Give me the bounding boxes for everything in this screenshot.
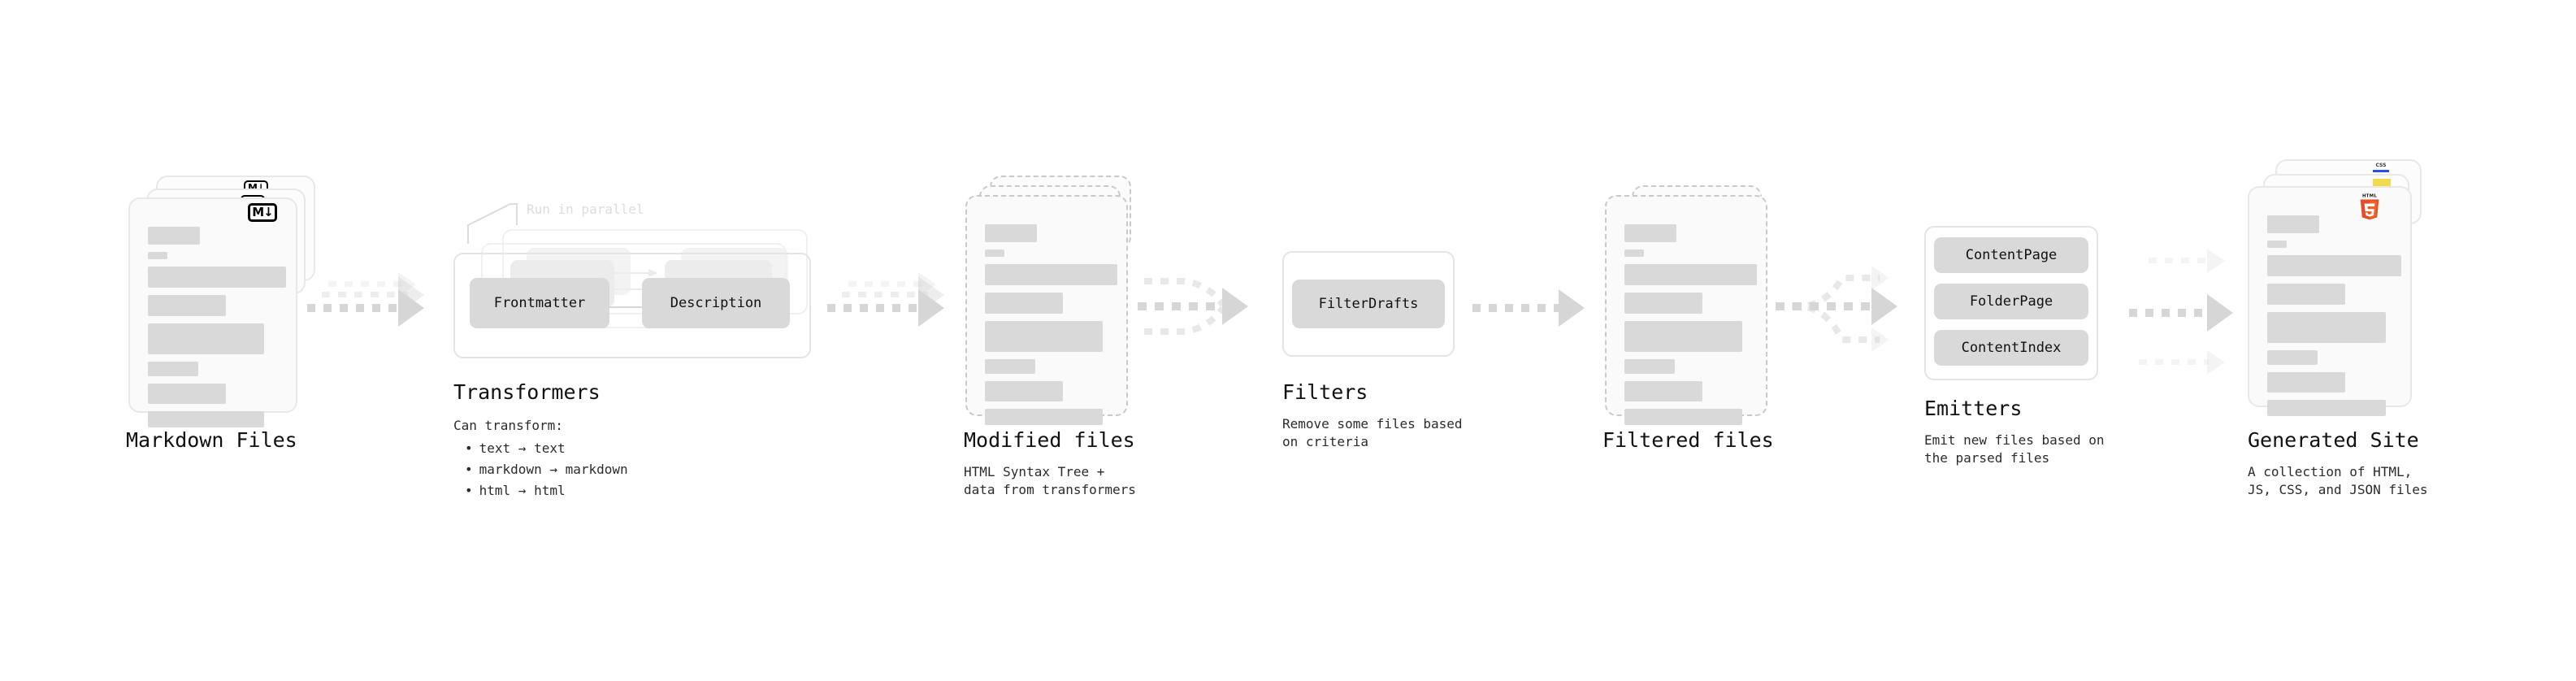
generated-site-caption: Generated Site A collection of HTML, JS,… (2248, 428, 2428, 499)
modified-file-card-front (965, 195, 1128, 425)
filters-caption: Filters Remove some files based on crite… (1282, 380, 1463, 451)
emitters-subtitle: Emit new files based on the parsed files (1924, 432, 2105, 466)
markdown-files-title: Markdown Files (126, 428, 297, 452)
document-placeholder-lines (1624, 224, 1757, 432)
css-badge: CSS (2373, 163, 2389, 172)
arrow-head-main (2207, 294, 2233, 332)
transformers-note-item: markdown → markdown (465, 459, 628, 480)
filtered-files-title: Filtered files (1602, 428, 1774, 452)
converging-arrow-paths (1138, 278, 1227, 335)
arrow-head-top (1871, 266, 1889, 290)
transformers-title: Transformers (453, 380, 601, 404)
emitter-pill-contentpage[interactable]: ContentPage (1934, 237, 2088, 273)
emitter-pill-contentindex[interactable]: ContentIndex (1934, 330, 2088, 366)
arrow-dots-top (2149, 258, 2209, 263)
modified-files-subtitle: HTML Syntax Tree + data from transformer… (964, 464, 1136, 497)
transformers-note-item: text → text (465, 438, 628, 459)
emitters-caption: Emitters Emit new files based on the par… (1924, 397, 2105, 467)
arrow-head-main (918, 289, 944, 327)
arrow-dots-top (848, 281, 928, 287)
document-placeholder-lines (2267, 215, 2401, 423)
filters-subtitle: Remove some files based on criteria (1282, 416, 1463, 449)
arrow-dots-bottom (2139, 359, 2209, 365)
emitter-pill-folderpage[interactable]: FolderPage (1934, 284, 2088, 319)
filtered-files-caption: Filtered files (1602, 428, 1774, 452)
run-in-parallel-bracket (467, 203, 518, 244)
transformers-box (453, 253, 811, 358)
arrow-dots-main (1472, 304, 1570, 312)
transformers-note-heading: Can transform: (453, 418, 563, 433)
transformer-pill-description[interactable]: Description (642, 278, 790, 328)
transformer-pill-frontmatter[interactable]: Frontmatter (470, 278, 609, 328)
modified-files-caption: Modified files HTML Syntax Tree + data f… (964, 428, 1136, 499)
modified-files-title: Modified files (964, 428, 1135, 452)
document-placeholder-lines (148, 227, 286, 435)
transformers-note-item: html → html (465, 480, 628, 501)
arrow-head-main (1871, 288, 1897, 325)
arrow-head-main (398, 289, 424, 327)
arrow-dots-mid (842, 292, 928, 297)
markdown-badge-front: M↓ (248, 203, 277, 222)
diverging-arrow-paths (1776, 275, 1880, 343)
arrow-head-main (1222, 288, 1248, 325)
generated-site-subtitle: A collection of HTML, JS, CSS, and JSON … (2248, 464, 2428, 497)
filtered-file-card-front (1605, 195, 1767, 425)
filter-pill-filterdrafts[interactable]: FilterDrafts (1292, 280, 1445, 328)
arrow-dots-main (307, 304, 411, 312)
arrow-head-top (2207, 249, 2225, 273)
html5-icon: HTML (2357, 193, 2382, 220)
markdown-files-caption: Markdown Files (126, 428, 297, 452)
document-placeholder-lines (985, 224, 1117, 432)
arrow-dots-mid (322, 292, 408, 297)
arrow-head-bottom (1871, 327, 1889, 352)
transformers-notes: Can transform: text → text markdown → ma… (453, 415, 628, 501)
transformers-caption: Transformers Can transform: text → text … (453, 380, 628, 501)
arrow-dots-main (2129, 309, 2225, 317)
arrow-head-bottom (2207, 350, 2225, 375)
arrow-dots-top (328, 281, 408, 287)
emitters-title: Emitters (1924, 397, 2023, 420)
svg-text:HTML: HTML (2362, 194, 2377, 199)
generated-site-title: Generated Site (2248, 428, 2419, 452)
filters-title: Filters (1282, 380, 1368, 404)
arrow-dots-main (827, 304, 931, 312)
run-in-parallel-label: Run in parallel (527, 202, 644, 217)
markdown-file-card-front (128, 197, 297, 427)
site-file-card-html (2248, 186, 2412, 416)
arrow-head-main (1559, 289, 1585, 327)
